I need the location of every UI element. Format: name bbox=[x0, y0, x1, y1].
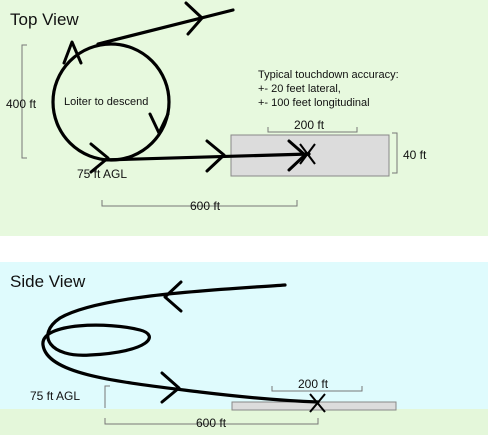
runway-width-label: 40 ft bbox=[403, 148, 427, 162]
entry-arrow bbox=[184, 1, 204, 36]
side-runway-length-label: 200 ft bbox=[298, 377, 329, 391]
runway-width-bracket bbox=[392, 132, 398, 174]
descent-path bbox=[41, 283, 320, 404]
final-approach-path bbox=[101, 152, 311, 162]
final-approach-arrow bbox=[205, 139, 226, 173]
accuracy-lateral: +- 20 feet lateral, bbox=[258, 83, 341, 95]
loiter-diameter-bracket bbox=[21, 44, 27, 159]
side-approach-distance-label: 600 ft bbox=[196, 416, 227, 430]
top-view-title: Top View bbox=[10, 10, 79, 29]
side-view-title: Side View bbox=[10, 272, 86, 291]
top-approach-distance-bracket bbox=[101, 200, 298, 207]
entry-path bbox=[96, 8, 235, 46]
side-touchdown-mark-b bbox=[309, 393, 326, 413]
loiter-diameter-label: 400 ft bbox=[6, 97, 37, 111]
top-view-panel: Top View Loiter to descend 400 ft 75 ft … bbox=[0, 0, 488, 236]
loiter-label: Loiter to descend bbox=[64, 96, 148, 108]
descent-arrow-bottom bbox=[160, 371, 181, 404]
final-approach-arrow-end bbox=[287, 139, 307, 172]
side-altitude-label: 75 ft AGL bbox=[30, 389, 80, 403]
side-ground bbox=[0, 409, 488, 435]
accuracy-longitudinal: +- 100 feet longitudinal bbox=[258, 97, 370, 109]
side-runway-length-bracket bbox=[271, 386, 363, 392]
descent-arrow-top bbox=[163, 280, 183, 313]
side-view-panel: Side View 75 ft AGL 200 ft 600 ft bbox=[0, 262, 488, 435]
touchdown-mark-b bbox=[299, 143, 316, 165]
loiter-arrow-left bbox=[62, 40, 83, 65]
accuracy-heading: Typical touchdown accuracy: bbox=[258, 69, 399, 81]
top-runway-length-label: 200 ft bbox=[294, 118, 325, 132]
top-view-background bbox=[0, 0, 488, 236]
loiter-arrow-bottom bbox=[89, 142, 110, 174]
top-altitude-label: 75 ft AGL bbox=[77, 167, 127, 181]
top-runway-length-bracket bbox=[267, 127, 358, 133]
top-approach-distance-label: 600 ft bbox=[190, 199, 221, 213]
side-altitude-bracket bbox=[104, 385, 110, 408]
loiter-arrow-right bbox=[148, 112, 170, 135]
side-approach-distance-bracket bbox=[104, 418, 319, 425]
